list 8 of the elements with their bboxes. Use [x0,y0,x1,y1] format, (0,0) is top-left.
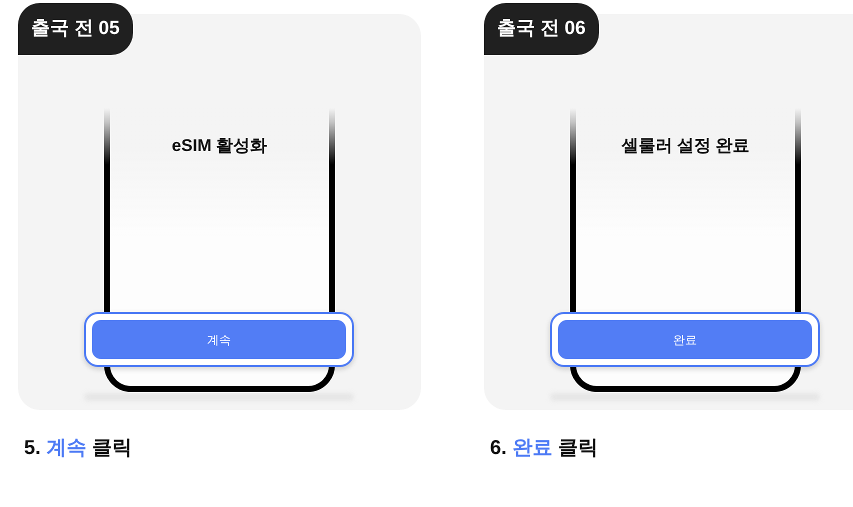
screen-title: eSIM 활성화 [172,135,268,157]
step-badge: 출국 전 06 [484,3,599,55]
step-caption: 6. 완료 클릭 [490,436,598,461]
primary-button: 완료 [558,320,812,359]
step-caption: 5. 계속 클릭 [24,436,132,461]
screen-title: 셀룰러 설정 완료 [621,135,750,157]
primary-button: 계속 [92,320,346,359]
step-badge: 출국 전 05 [18,3,133,55]
